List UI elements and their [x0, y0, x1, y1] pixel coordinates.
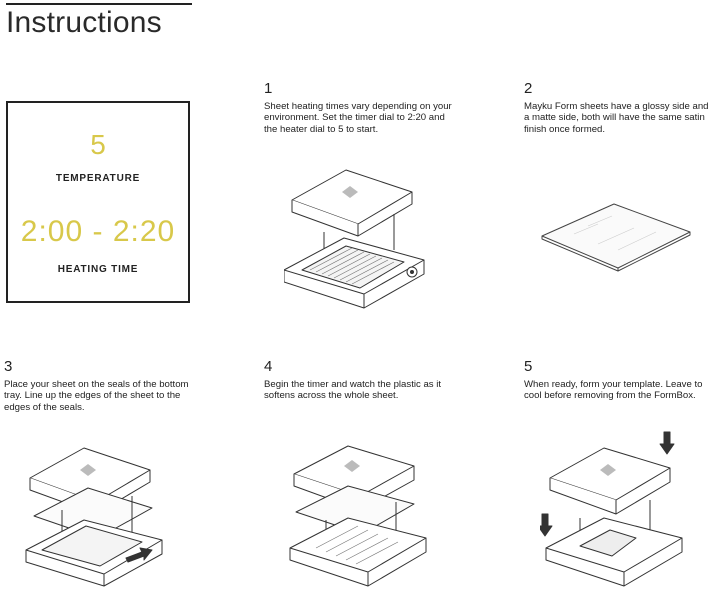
step-number: 3: [4, 358, 13, 375]
step-text: Sheet heating times vary depending on yo…: [264, 101, 452, 135]
temperature-value: 5: [90, 129, 106, 160]
formbox-press-illustration: [540, 430, 690, 590]
heating-time-label: HEATING TIME: [57, 264, 139, 275]
step-text: Mayku Form sheets have a glossy side and…: [524, 101, 709, 135]
formbox-open-illustration: [284, 162, 434, 312]
step-5: 5 When ready, form your template. Leave …: [524, 358, 714, 402]
step-number: 5: [524, 358, 533, 375]
step-3: 3 Place your sheet on the seals of the b…: [4, 358, 194, 413]
formbox-heating-illustration: [286, 440, 436, 590]
temperature-label: TEMPERATURE: [55, 173, 141, 184]
heating-time-value: 2:00 - 2:20: [20, 215, 176, 248]
step-1: 1 Sheet heating times vary depending on …: [264, 80, 454, 135]
form-sheet-illustration: [538, 196, 694, 276]
step-number: 4: [264, 358, 273, 375]
step-text: When ready, form your template. Leave to…: [524, 379, 703, 402]
step-2: 2 Mayku Form sheets have a glossy side a…: [524, 80, 714, 135]
title-rule: [6, 3, 192, 5]
step-number: 2: [524, 80, 533, 97]
formbox-sheet-insert-illustration: [22, 440, 172, 590]
settings-box: 5 TEMPERATURE 2:00 - 2:20 HEATING TIME: [6, 101, 190, 303]
step-text: Begin the timer and watch the plastic as…: [264, 379, 442, 402]
step-4: 4 Begin the timer and watch the plastic …: [264, 358, 454, 402]
step-text: Place your sheet on the seals of the bot…: [4, 379, 189, 413]
step-number: 1: [264, 80, 273, 97]
page-title: Instructions: [6, 6, 162, 39]
